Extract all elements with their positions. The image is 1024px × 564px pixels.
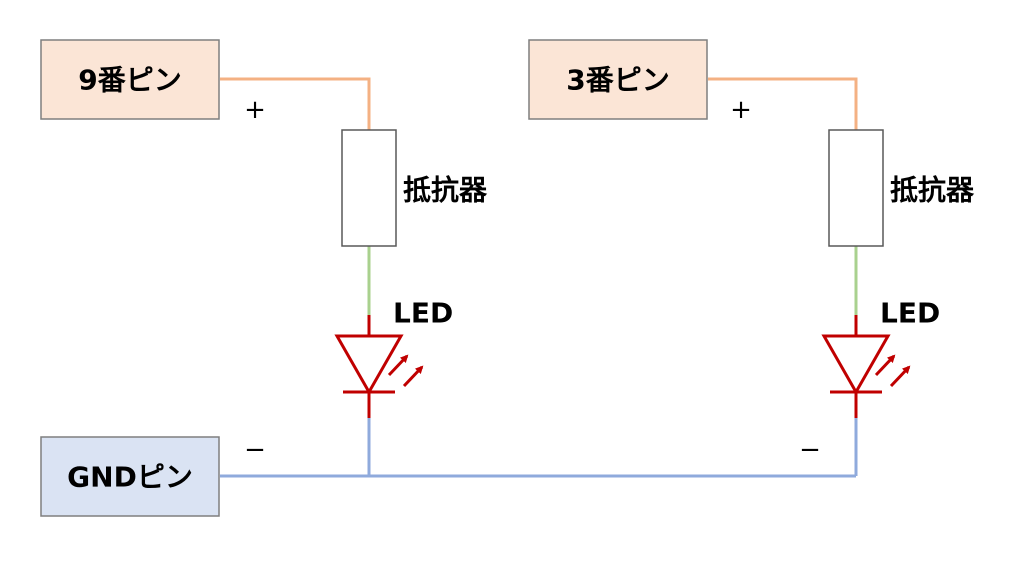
signal-wire-left	[220, 77, 371, 130]
light-emission-arrow-icon	[874, 354, 911, 388]
pin9-label: 9番ピン	[78, 64, 181, 97]
resistor-label-left: 抵抗器	[403, 174, 488, 207]
light-emission-arrow-icon	[387, 354, 424, 388]
gnd-pin-box: GNDピン	[40, 436, 220, 517]
led-label-left: LED	[393, 297, 453, 330]
gnd-pin-label: GNDピン	[67, 461, 193, 494]
plus-sign-right: +	[730, 95, 752, 125]
led-label-right: LED	[880, 297, 940, 330]
led-icon	[334, 315, 404, 418]
minus-sign-left: −	[244, 435, 266, 465]
pin3-label: 3番ピン	[566, 64, 669, 97]
resistor-label-right: 抵抗器	[890, 174, 975, 207]
resistor-icon	[828, 129, 884, 247]
plus-sign-left: +	[244, 95, 266, 125]
pin9-box: 9番ピン	[40, 39, 220, 120]
signal-wire-right	[708, 77, 858, 130]
resistor-icon	[341, 129, 397, 247]
led-icon	[821, 315, 891, 418]
pin3-box: 3番ピン	[528, 39, 708, 120]
minus-sign-right: −	[799, 435, 821, 465]
